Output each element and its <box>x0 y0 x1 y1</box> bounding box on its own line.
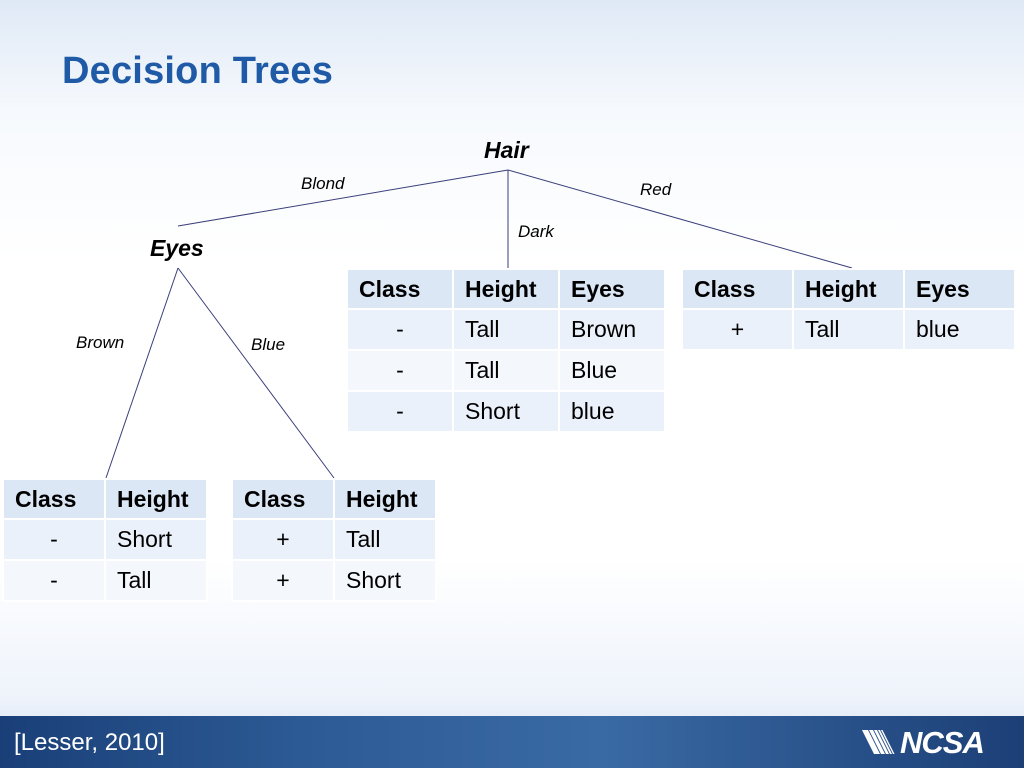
header-class: Class <box>348 270 452 308</box>
table-row: - Tall <box>4 561 206 600</box>
cell-height: Short <box>454 392 558 431</box>
leaf-table-red: Class Height Eyes + Tall blue <box>681 268 1016 351</box>
edge-red-line <box>507 169 853 269</box>
cell-height: Tall <box>454 351 558 390</box>
cell-class: + <box>683 310 792 349</box>
leaf-table-dark: Class Height Eyes - Tall Brown - Tall Bl… <box>346 268 666 433</box>
cell-height: Short <box>335 561 435 600</box>
cell-class: - <box>4 561 104 600</box>
slide-title: Decision Trees <box>62 50 334 92</box>
edge-label-blond: Blond <box>301 174 345 193</box>
edge-brown-line <box>105 267 179 479</box>
table-row: + Short <box>233 561 435 600</box>
cell-eyes: Blue <box>560 351 664 390</box>
header-class: Class <box>233 480 333 518</box>
cell-height: Tall <box>454 310 558 349</box>
header-class: Class <box>683 270 792 308</box>
cell-class: - <box>348 310 452 349</box>
table-row: - Tall Blue <box>348 351 664 390</box>
logo-text: NCSA <box>900 725 985 760</box>
cell-height: Tall <box>335 520 435 559</box>
cell-class: + <box>233 520 333 559</box>
citation: [Lesser, 2010] <box>14 729 165 756</box>
cell-class: - <box>348 351 452 390</box>
header-height: Height <box>454 270 558 308</box>
leaf-table-blue: Class Height + Tall + Short <box>231 478 437 602</box>
edge-blond-line <box>177 169 509 227</box>
header-eyes: Eyes <box>560 270 664 308</box>
cell-height: Tall <box>106 561 206 600</box>
header-eyes: Eyes <box>905 270 1014 308</box>
node-eyes: Eyes <box>150 235 204 261</box>
edge-label-brown: Brown <box>76 333 125 352</box>
cell-class: + <box>233 561 333 600</box>
cell-eyes: blue <box>905 310 1014 349</box>
header-height: Height <box>335 480 435 518</box>
table-row: + Tall <box>233 520 435 559</box>
cell-eyes: blue <box>560 392 664 431</box>
leaf-table-brown: Class Height - Short - Tall <box>2 478 208 602</box>
header-height: Height <box>106 480 206 518</box>
footer-bar: [Lesser, 2010] NCSA <box>0 716 1024 768</box>
cell-class: - <box>348 392 452 431</box>
edge-label-blue: Blue <box>251 335 286 354</box>
table-row: - Short blue <box>348 392 664 431</box>
edge-label-dark: Dark <box>518 222 554 241</box>
cell-height: Tall <box>794 310 903 349</box>
table-row: - Short <box>4 520 206 559</box>
tree-edges <box>105 169 853 479</box>
root-node-hair: Hair <box>484 137 529 163</box>
table-row: + Tall blue <box>683 310 1014 349</box>
cell-class: - <box>4 520 104 559</box>
ncsa-logo-icon <box>862 730 895 754</box>
header-height: Height <box>794 270 903 308</box>
edge-label-red: Red <box>640 180 672 199</box>
cell-height: Short <box>106 520 206 559</box>
edge-blue-line <box>177 267 335 479</box>
table-row: - Tall Brown <box>348 310 664 349</box>
cell-eyes: Brown <box>560 310 664 349</box>
header-class: Class <box>4 480 104 518</box>
